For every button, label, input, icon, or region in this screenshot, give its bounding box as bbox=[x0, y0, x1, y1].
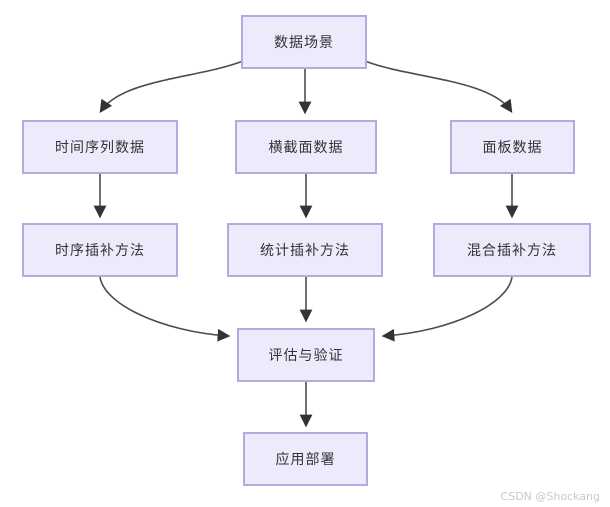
node-label: 评估与验证 bbox=[268, 348, 344, 364]
node-data-scenario: 数据场景 bbox=[241, 15, 367, 69]
edge-hybridimputation-to-evaluation bbox=[381, 276, 513, 342]
node-ts-imputation: 时序插补方法 bbox=[22, 223, 178, 277]
csdn-watermark: CSDN @Shockang bbox=[500, 490, 600, 503]
node-hybrid-imputation: 混合插补方法 bbox=[433, 223, 591, 277]
edge-scenario-to-timeseries bbox=[99, 60, 244, 114]
node-stat-imputation: 统计插补方法 bbox=[227, 223, 383, 277]
node-cross-section-data: 横截面数据 bbox=[235, 120, 377, 174]
node-label: 时间序列数据 bbox=[55, 140, 145, 156]
node-time-series-data: 时间序列数据 bbox=[22, 120, 178, 174]
node-label: 横截面数据 bbox=[268, 140, 344, 156]
node-label: 统计插补方法 bbox=[260, 243, 350, 259]
node-panel-data: 面板数据 bbox=[450, 120, 575, 174]
node-label: 混合插补方法 bbox=[467, 243, 557, 259]
node-evaluation: 评估与验证 bbox=[237, 328, 375, 382]
node-deployment: 应用部署 bbox=[243, 432, 368, 486]
node-label: 时序插补方法 bbox=[55, 243, 145, 259]
edge-tsimputation-to-evaluation bbox=[99, 276, 231, 342]
node-label: 面板数据 bbox=[482, 140, 543, 156]
edge-scenario-to-panel bbox=[364, 60, 513, 114]
node-label: 数据场景 bbox=[274, 35, 334, 51]
node-label: 应用部署 bbox=[275, 452, 336, 468]
